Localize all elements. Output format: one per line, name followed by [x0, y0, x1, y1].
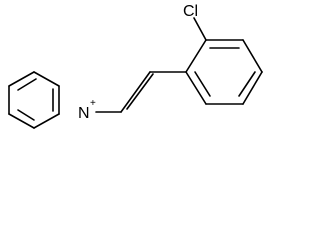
benzene-bond: [185, 39, 207, 73]
chlorine-atom-label: Cl: [183, 3, 198, 20]
vinyl-linker: [95, 71, 187, 113]
molecule-structure: Cl N +: [8, 3, 263, 129]
pyridinium-bond: [33, 71, 60, 87]
chlorophenyl-ring: [185, 17, 263, 105]
benzene-bond: [242, 71, 263, 105]
positive-charge-label: +: [90, 98, 96, 109]
pyridinium-bond: [33, 113, 60, 129]
vinyl-double-bond: [120, 71, 151, 113]
benzene-bond: [242, 39, 263, 73]
chemical-structure-canvas: Cl N +: [8, 3, 263, 129]
pyridinium-inner-double-bond: [17, 78, 37, 91]
benzene-bond: [185, 71, 207, 105]
nitrogen-atom-label: N: [78, 105, 90, 122]
vinyl-double-bond-inner: [126, 73, 154, 110]
pyridinium-ring: [8, 71, 60, 129]
benzene-inner-double-bond: [238, 71, 256, 97]
pyridinium-inner-double-bond: [17, 109, 35, 121]
chlorine-bond: [193, 17, 207, 41]
pyridinium-bond: [8, 113, 35, 129]
benzene-inner-double-bond: [194, 71, 211, 97]
pyridinium-bond: [8, 71, 35, 87]
